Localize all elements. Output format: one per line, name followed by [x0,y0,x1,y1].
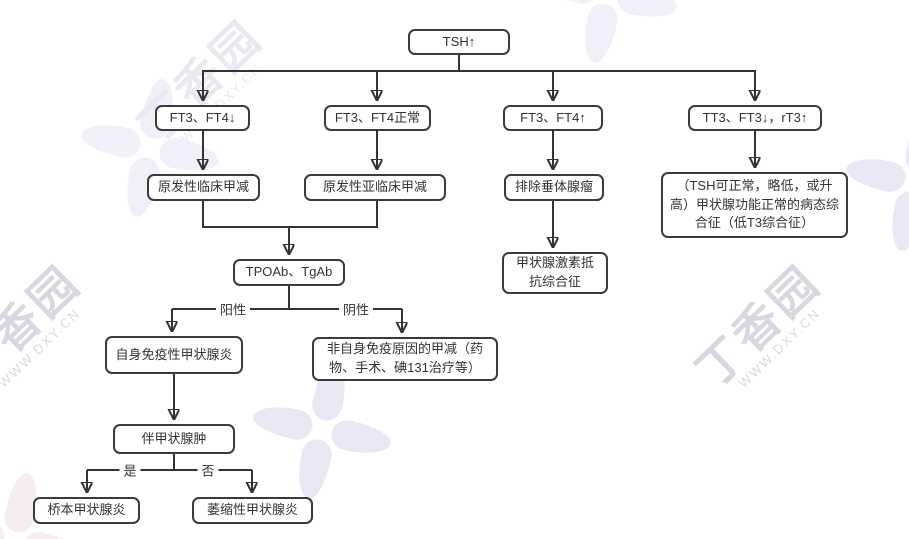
node-primary-subclinical-hypothyroidism: 原发性亚临床甲减 [304,174,446,201]
edge-label-negative: 阴性 [338,299,374,319]
edge-label-no: 否 [197,460,219,480]
node-tt3-ft3-low-rt3-high: TT3、FT3↓，rT3↑ [688,105,822,131]
node-primary-clinical-hypothyroidism: 原发性临床甲减 [147,174,260,201]
node-atrophic-thyroiditis: 萎缩性甲状腺炎 [192,497,313,524]
node-exclude-pituitary-adenoma: 排除垂体腺瘤 [504,174,604,201]
node-ft3-ft4-low: FT3、FT4↓ [155,105,250,131]
node-autoimmune-thyroiditis: 自身免疫性甲状腺炎 [105,336,243,374]
node-tpoab-tgab: TPOAb、TgAb [233,259,345,286]
edge-label-positive: 阳性 [215,299,251,319]
edge-label-yes: 是 [119,460,141,480]
node-ft3-ft4-normal: FT3、FT4正常 [324,105,431,131]
node-sick-euthyroid-syndrome: （TSH可正常，略低，或升高）甲状腺功能正常的病态综合征（低T3综合征） [661,172,848,238]
node-hashimoto-thyroiditis: 桥本甲状腺炎 [33,497,140,524]
node-non-autoimmune-hypothyroidism: 非自身免疫原因的甲减（药物、手术、碘131治疗等） [312,337,498,381]
node-thyroid-hormone-resistance: 甲状腺激素抵抗综合征 [502,252,608,294]
node-tsh-elevated: TSH↑ [408,29,510,55]
node-with-goiter: 伴甲状腺肿 [113,424,235,454]
node-ft3-ft4-high: FT3、FT4↑ [503,105,603,131]
